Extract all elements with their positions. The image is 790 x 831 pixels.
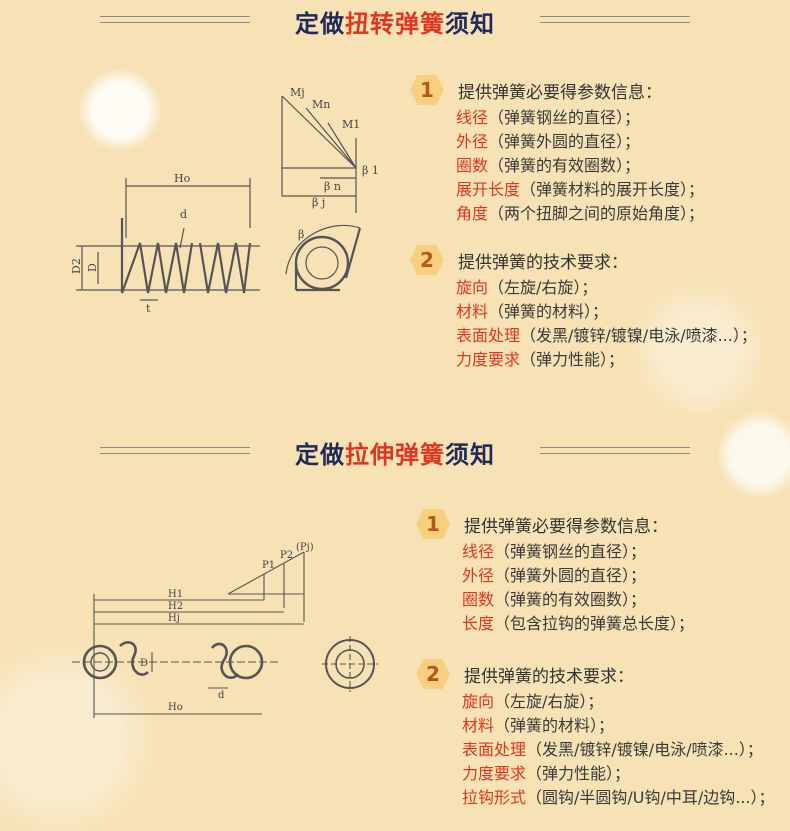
list-item: 旋向（左旋/右旋）；	[462, 692, 604, 711]
torsion-parameters-group: 1 提供弹簧必要得参数信息： 线径（弹簧钢丝的直径）； 外径（弹簧外圆的直径）；…	[410, 74, 757, 226]
list-item: 线径（弹簧钢丝的直径）；	[462, 542, 647, 561]
list-item: 长度（包含拉钩的弹簧总长度）；	[462, 614, 695, 633]
title-suffix: 须知	[445, 10, 495, 38]
torsion-spring-diagram: Mj Mn M1 β 1 β n β j Ho D2 D d t β	[60, 78, 390, 323]
label-ho: Ho	[174, 172, 191, 185]
label-h1: H1	[168, 589, 183, 600]
list-item: 角度（两个扭脚之间的原始角度）；	[456, 204, 705, 223]
label-d-outer: D	[86, 263, 99, 272]
list-item: 表面处理（发黑/镀锌/镀镍/电泳/喷漆...）；	[456, 326, 757, 345]
extension-parameters-group: 1 提供弹簧必要得参数信息： 线径（弹簧钢丝的直径）； 外径（弹簧外圆的直径）；…	[416, 508, 775, 636]
extension-info: 1 提供弹簧必要得参数信息： 线径（弹簧钢丝的直径）； 外径（弹簧外圆的直径）；…	[416, 508, 775, 810]
title-decoration-left	[100, 445, 250, 457]
list-item: 力度要求（弹力性能）；	[462, 764, 631, 783]
label-t: t	[146, 302, 151, 315]
label-beta: β	[298, 228, 304, 241]
title-decoration-left	[100, 14, 250, 26]
title-prefix: 定做	[295, 441, 345, 469]
group-heading: 提供弹簧必要得参数信息：	[458, 82, 662, 103]
number-badge: 2	[410, 245, 444, 275]
list-item: 拉钩形式（圆钩/半圆钩/U钩/中耳/边钩...）；	[462, 788, 775, 807]
label-d2: D2	[70, 258, 83, 274]
list-item: 外径（弹簧外圆的直径）；	[462, 566, 647, 585]
label-betan: β n	[324, 180, 341, 193]
section-title-torsion: 定做扭转弹簧须知	[0, 4, 790, 39]
list-item: 材料（弹簧的材料）；	[462, 716, 615, 735]
extension-spring-diagram: P1 P2 (Pj) H1 H2 Hj D d Ho	[68, 540, 388, 720]
label-beta1: β 1	[362, 164, 379, 177]
list-item: 表面处理（发黑/镀锌/镀镍/电泳/喷漆...）；	[462, 740, 763, 759]
extension-technical-group: 2 提供弹簧的技术要求： 旋向（左旋/右旋）； 材料（弹簧的材料）； 表面处理（…	[416, 658, 775, 810]
label-mn: Mn	[312, 98, 330, 111]
label-hj: Hj	[168, 613, 180, 624]
label-p1: P1	[262, 560, 275, 571]
label-d-wire: d	[180, 208, 187, 221]
number-badge: 1	[410, 75, 444, 105]
group-heading: 提供弹簧必要得参数信息：	[464, 516, 668, 537]
list-item: 线径（弹簧钢丝的直径）；	[456, 108, 641, 127]
label-d-wire: d	[218, 690, 225, 701]
title-highlight: 拉伸弹簧	[345, 441, 445, 469]
title-prefix: 定做	[295, 10, 345, 38]
number-badge: 2	[416, 659, 450, 689]
label-mj: Mj	[290, 86, 305, 99]
title-highlight: 扭转弹簧	[345, 10, 445, 38]
group-heading: 提供弹簧的技术要求：	[458, 252, 628, 273]
label-p2: P2	[280, 550, 293, 561]
list-item: 旋向（左旋/右旋）；	[456, 278, 598, 297]
title-decoration-right	[540, 445, 690, 457]
list-item: 力度要求（弹力性能）；	[456, 350, 625, 369]
list-item: 圈数（弹簧的有效圈数）；	[456, 156, 641, 175]
list-item: 圈数（弹簧的有效圈数）；	[462, 590, 647, 609]
list-item: 材料（弹簧的材料）；	[456, 302, 609, 321]
label-betaj: β j	[312, 196, 325, 209]
label-h2: H2	[168, 601, 183, 612]
section-title-extension: 定做拉伸弹簧须知	[0, 435, 790, 470]
label-pj: (Pj)	[296, 542, 314, 553]
list-item: 展开长度（弹簧材料的展开长度）；	[456, 180, 705, 199]
title-decoration-right	[540, 14, 690, 26]
label-ho: Ho	[168, 702, 183, 713]
number-badge: 1	[416, 509, 450, 539]
title-suffix: 须知	[445, 441, 495, 469]
torsion-info: 1 提供弹簧必要得参数信息： 线径（弹簧钢丝的直径）； 外径（弹簧外圆的直径）；…	[410, 74, 757, 372]
label-m1: M1	[342, 118, 360, 131]
list-item: 外径（弹簧外圆的直径）；	[456, 132, 641, 151]
label-d-outer: D	[140, 658, 148, 669]
torsion-technical-group: 2 提供弹簧的技术要求： 旋向（左旋/右旋）； 材料（弹簧的材料）； 表面处理（…	[410, 244, 757, 372]
group-heading: 提供弹簧的技术要求：	[464, 666, 634, 687]
